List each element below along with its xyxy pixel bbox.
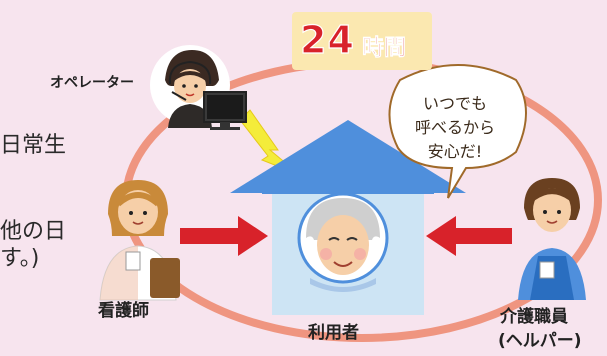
caregiver-illustration — [518, 178, 586, 300]
partial-text-1: 日常生 — [0, 133, 67, 158]
caregiver-id-badge — [539, 261, 555, 279]
user-illustration — [297, 192, 389, 292]
speech-line-3: 安心だ! — [427, 142, 483, 161]
nurse-face — [118, 190, 158, 234]
partial-text-2: 他の日 — [0, 219, 67, 244]
label-caregiver-sub: (ヘルパー) — [498, 331, 582, 351]
house-roof — [230, 120, 466, 193]
headset-icon — [168, 60, 212, 85]
badge-number: 24 — [299, 17, 355, 62]
nurse-illustration — [99, 180, 180, 301]
arrow-nurse-to-user — [180, 216, 268, 256]
operator-body — [168, 104, 212, 128]
user-face — [317, 215, 369, 275]
partial-text-3: す。) — [0, 246, 40, 271]
label-nurse: 看護師 — [98, 301, 149, 321]
speech-line-2: 呼べるから — [414, 118, 495, 137]
arrow-caregiver-to-user — [426, 216, 512, 256]
caregiver-face — [533, 188, 571, 232]
label-operator: オペレーター — [50, 75, 134, 91]
operator-face — [174, 69, 206, 103]
24-hour-badge: 24 時間 — [292, 12, 432, 70]
label-user: 利用者 — [308, 323, 359, 343]
speech-bubble — [388, 64, 527, 199]
speech-bubble-text: いつでも 呼べるから 安心だ! — [400, 92, 510, 164]
badge-unit: 時間 — [362, 36, 407, 62]
label-caregiver: 介護職員 — [500, 307, 568, 327]
nurse-id-badge — [125, 251, 141, 271]
speech-line-1: いつでも — [422, 94, 487, 113]
operator-illustration — [150, 45, 247, 130]
nurse-bag — [150, 258, 180, 298]
